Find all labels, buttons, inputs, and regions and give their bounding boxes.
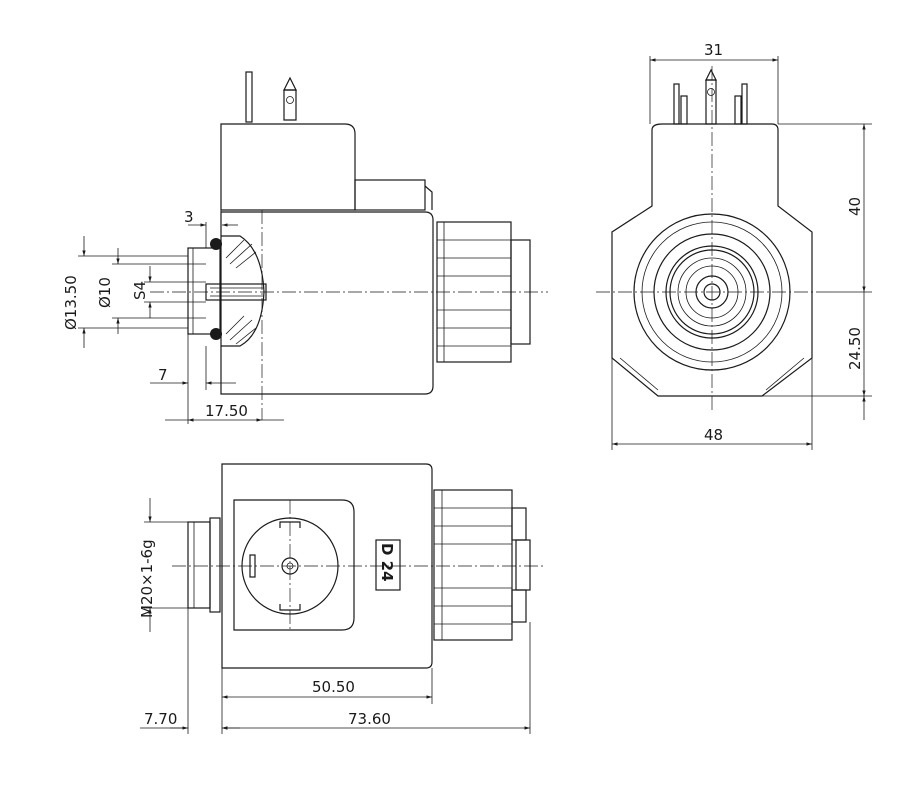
- dim-thread-length: 7.70: [144, 710, 177, 728]
- bottom-view: D 24: [172, 463, 545, 669]
- front-view: [596, 66, 830, 410]
- dim-thread-s4: S4: [131, 281, 149, 300]
- side-view-dimensions: 3 Ø13.50 Ø10 S4 7 17.50: [62, 208, 284, 424]
- dim-overall-length: 73.60: [348, 710, 391, 728]
- dim-overall-depth: 17.50: [205, 402, 248, 420]
- dim-shoulder: 7: [158, 366, 168, 384]
- dim-connector-width: 31: [704, 41, 723, 59]
- bottom-view-dimensions: M20×1-6g 50.50 7.70 73.60: [138, 498, 531, 734]
- side-view: [150, 71, 548, 420]
- front-view-dimensions: 31 40 24.50 48: [611, 41, 872, 450]
- dim-flange-step: 3: [184, 208, 194, 226]
- dim-upper-height: 40: [846, 197, 864, 216]
- dim-inner-diameter: Ø10: [96, 277, 114, 308]
- dim-lower-height: 24.50: [846, 327, 864, 370]
- dim-thread-spec: M20×1-6g: [138, 539, 156, 618]
- coil-label: D 24: [378, 543, 396, 582]
- dim-outer-diameter: Ø13.50: [62, 275, 80, 330]
- dim-body-width: 48: [704, 426, 723, 444]
- dim-coil-length: 50.50: [312, 678, 355, 696]
